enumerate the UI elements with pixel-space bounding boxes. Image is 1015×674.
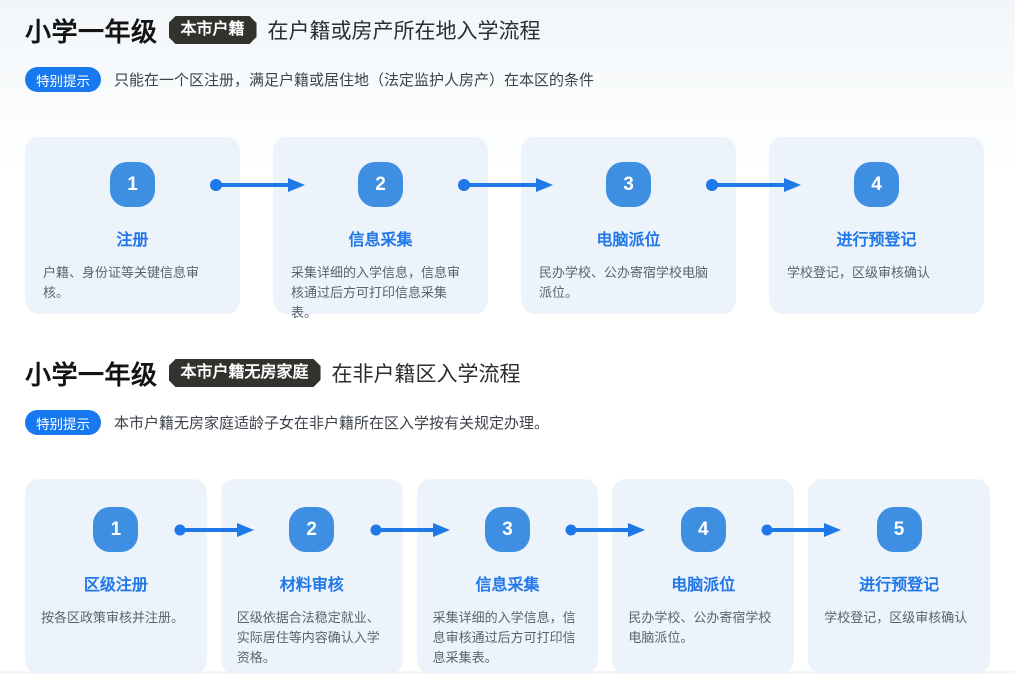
step-title: 材料审核	[279, 577, 344, 594]
step-description: 学校登记，区级审核确认	[787, 265, 931, 280]
step-title: 电脑派位	[596, 232, 661, 249]
step-title: 信息采集	[348, 232, 413, 249]
section-subtitle: 在户籍或房产所在地入学流程	[267, 20, 541, 43]
tip-text: 本市户籍无房家庭适龄子女在非户籍所在区入学按有关规定办理。	[114, 415, 550, 432]
section-subtitle: 在非户籍区入学流程	[331, 363, 521, 386]
section-title: 小学一年级	[25, 16, 158, 47]
flow-arrow-icon	[761, 523, 842, 537]
step-title: 进行预登记	[859, 577, 940, 594]
flow-step-card: 3 电脑派位 民办学校、公办寄宿学校电脑派位。	[521, 137, 736, 314]
step-title: 电脑派位	[671, 577, 736, 594]
flow-step-card: 2 材料审核 区级依据合法稳定就业、实际居住等内容确认入学资格。	[220, 479, 403, 674]
flow-arrow-icon	[209, 178, 305, 192]
step-number-badge: 5	[876, 507, 922, 552]
step-title: 信息采集	[475, 577, 540, 594]
tip-text: 只能在一个区注册，满足户籍或居住地（法定监护人房产）在本区的条件	[114, 72, 595, 89]
flow-step-card: 3 信息采集 采集详细的入学信息，信息审核通过后方可打印信息采集表。	[416, 479, 599, 674]
flow-arrow-icon	[705, 178, 801, 192]
flow-step-card: 1 注册 户籍、身份证等关键信息审核。	[25, 137, 240, 314]
step-description: 区级依据合法稳定就业、实际居住等内容确认入学资格。	[236, 610, 380, 666]
step-title: 注册	[116, 232, 149, 249]
flow-step-card: 4 电脑派位 民办学校、公办寄宿学校电脑派位。	[612, 479, 795, 674]
tip-badge: 特别提示	[25, 67, 101, 92]
step-number-badge: 3	[484, 507, 530, 552]
step-description: 户籍、身份证等关键信息审核。	[43, 265, 200, 301]
step-description: 民办学校、公办寄宿学校电脑派位。	[628, 610, 772, 646]
step-number-badge: 1	[110, 162, 155, 207]
flow-connector	[565, 479, 646, 674]
flow-step-card: 4 进行预登记 学校登记，区级审核确认	[769, 137, 984, 314]
step-number-badge: 4	[854, 162, 899, 207]
step-number-badge: 2	[289, 507, 335, 552]
step-number-badge: 3	[606, 162, 651, 207]
household-type-badge: 本市户籍	[169, 16, 257, 44]
section-2-tip: 特别提示 本市户籍无房家庭适龄子女在非户籍所在区入学按有关规定办理。	[25, 410, 990, 435]
step-description: 学校登记，区级审核确认	[824, 610, 968, 625]
step-number-badge: 4	[680, 507, 726, 552]
step-description: 民办学校、公办寄宿学校电脑派位。	[539, 265, 709, 301]
flow-arrow-icon	[565, 523, 646, 537]
flow-connector	[370, 479, 450, 674]
flow-connector	[705, 137, 801, 314]
section-1-tip: 特别提示 只能在一个区注册，满足户籍或居住地（法定监护人房产）在本区的条件	[25, 67, 990, 92]
section-title: 小学一年级	[25, 359, 158, 390]
flow-connector	[761, 479, 842, 674]
flow-arrow-icon	[457, 178, 553, 192]
household-type-badge: 本市户籍无房家庭	[169, 359, 321, 387]
flow-arrow-icon	[174, 523, 254, 537]
step-description: 采集详细的入学信息，信息审核通过后方可打印信息采集表。	[432, 610, 576, 666]
step-title: 区级注册	[83, 577, 148, 594]
flow-connector	[174, 479, 254, 674]
step-title: 进行预登记	[836, 232, 917, 249]
section-2-header: 小学一年级 本市户籍无房家庭 在非户籍区入学流程	[25, 355, 990, 391]
step-number-badge: 1	[93, 507, 139, 552]
section-1-flow: 1 注册 户籍、身份证等关键信息审核。 2 信息采集 采集详细的入学信息，信息审…	[25, 137, 990, 320]
flow-step-card: 1 区级注册 按各区政策审核并注册。	[25, 479, 207, 674]
tip-badge: 特别提示	[25, 410, 101, 435]
step-number-badge: 2	[358, 162, 403, 207]
flow-connector	[209, 137, 305, 314]
step-description: 按各区政策审核并注册。	[41, 610, 185, 625]
flow-step-card: 5 进行预登记 学校登记，区级审核确认	[808, 479, 990, 674]
flow-step-card: 2 信息采集 采集详细的入学信息，信息审核通过后方可打印信息采集表。	[273, 137, 488, 320]
section-1-header: 小学一年级 本市户籍 在户籍或房产所在地入学流程	[25, 12, 990, 48]
step-description: 采集详细的入学信息，信息审核通过后方可打印信息采集表。	[291, 265, 461, 321]
flow-arrow-icon	[370, 523, 450, 537]
flow-connector	[457, 137, 553, 314]
section-2-flow: 1 区级注册 按各区政策审核并注册。 2 材料审核 区级依据合法稳定就业、实际居…	[25, 479, 990, 674]
